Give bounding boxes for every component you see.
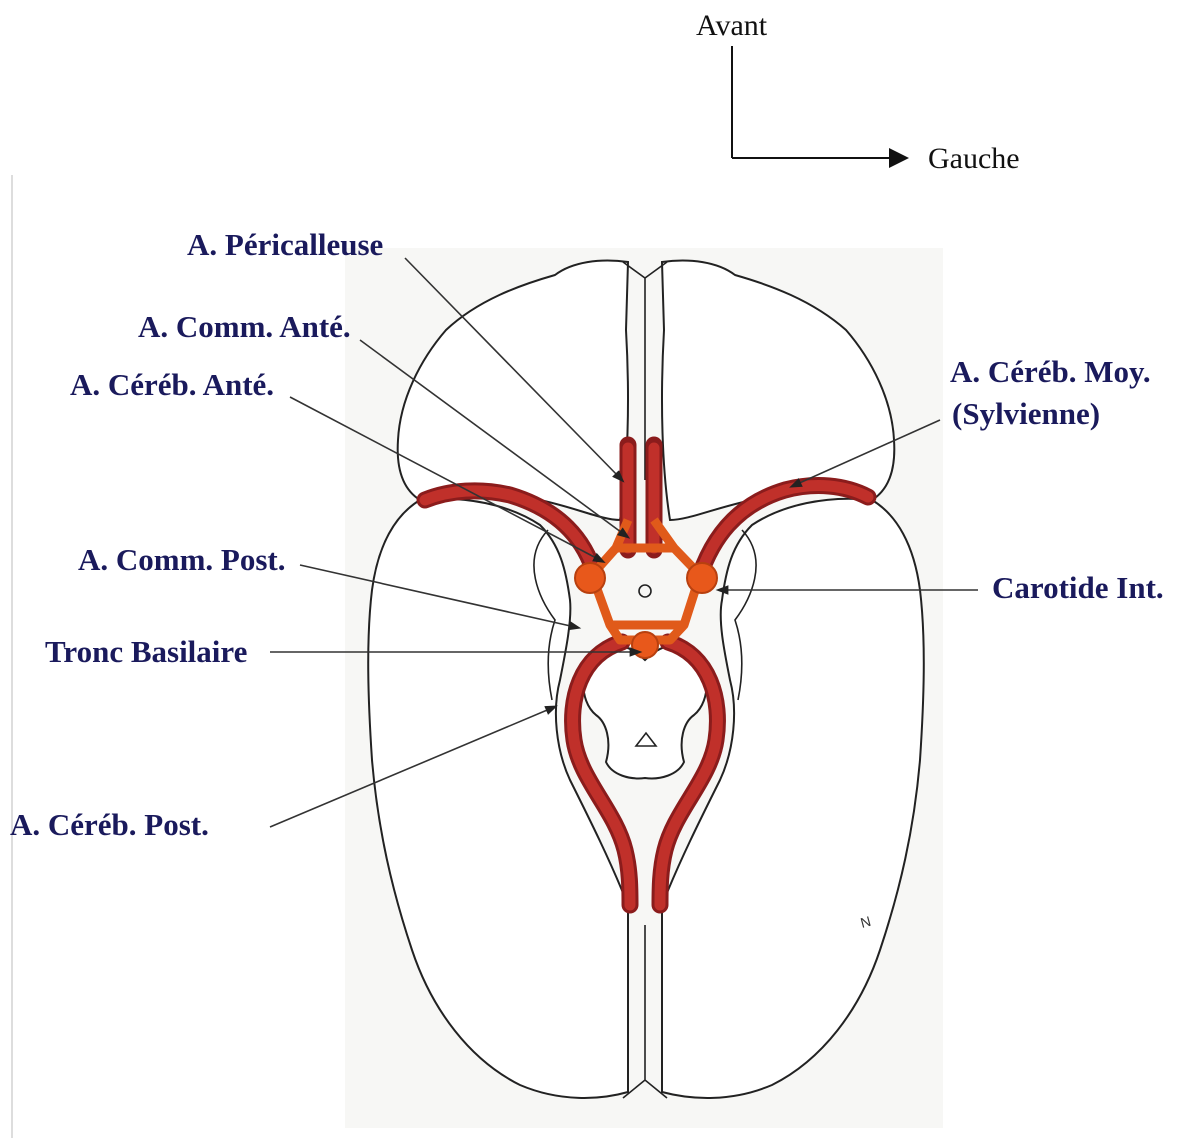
- label-pericalleuse: A. Péricalleuse: [187, 227, 383, 262]
- label-comm-ante: A. Comm. Anté.: [138, 309, 351, 344]
- label-cereb-moy-2: (Sylvienne): [952, 396, 1100, 431]
- carotid-node-left: [575, 563, 605, 593]
- basilar-node: [632, 632, 658, 658]
- label-cereb-moy-1: A. Céréb. Moy.: [950, 354, 1151, 389]
- carotid-node-right: [687, 563, 717, 593]
- label-tronc-basilaire: Tronc Basilaire: [45, 634, 247, 669]
- orientation-indicator: Avant Gauche: [696, 9, 1020, 175]
- label-cereb-post: A. Céréb. Post.: [10, 807, 209, 842]
- label-comm-post: A. Comm. Post.: [78, 542, 286, 577]
- label-carotide-int: Carotide Int.: [992, 570, 1164, 605]
- label-cereb-ante: A. Céréb. Anté.: [70, 367, 274, 402]
- front-label: Avant: [696, 9, 768, 42]
- left-label: Gauche: [928, 142, 1020, 175]
